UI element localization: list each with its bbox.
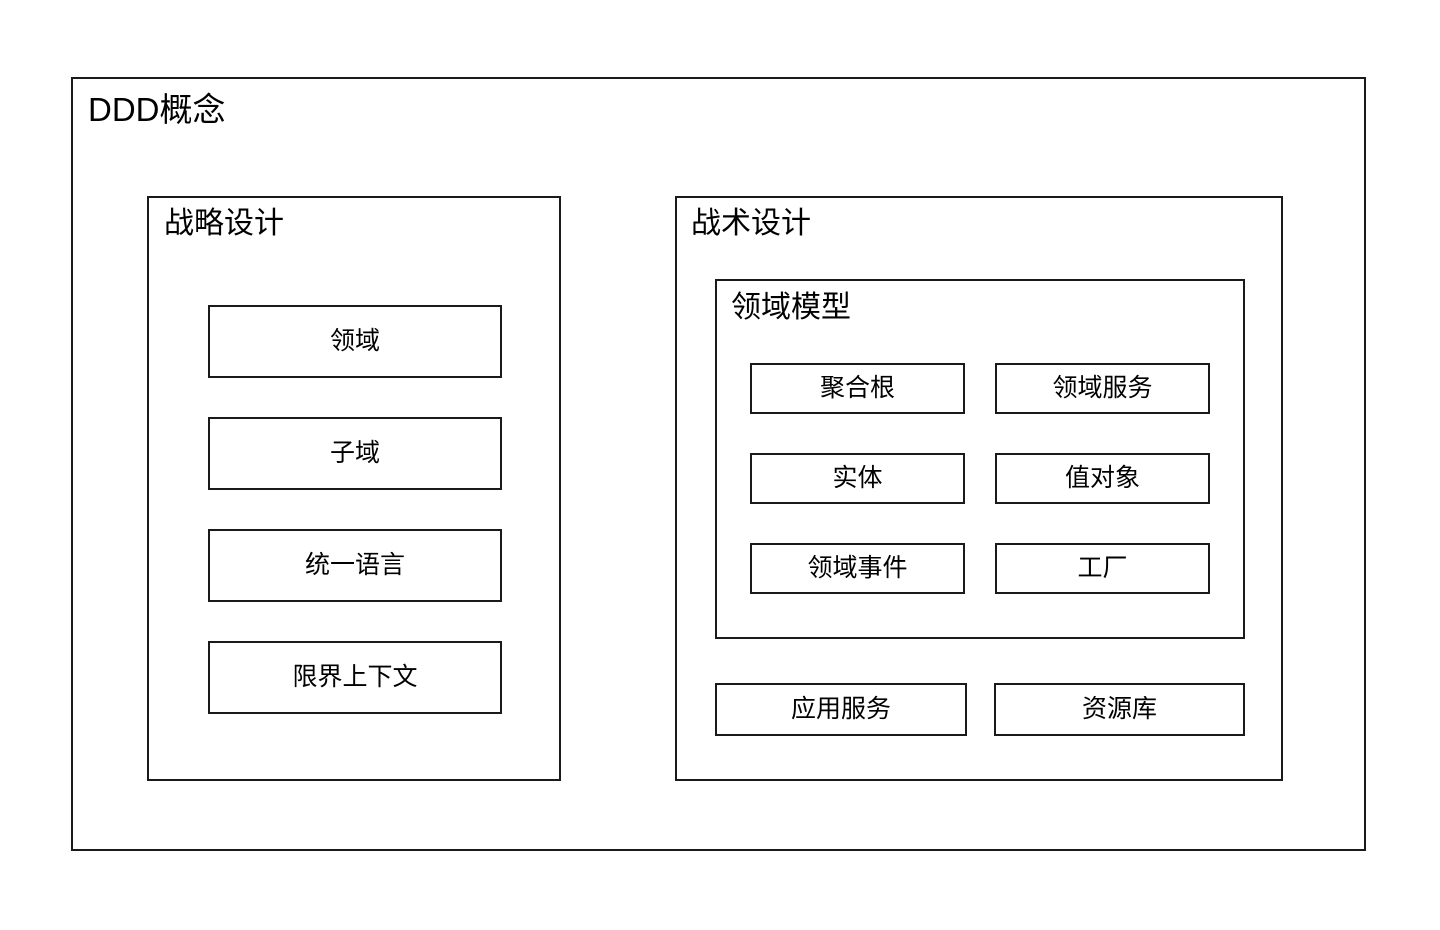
concept-box-ubiquitous-language[interactable]: 统一语言 [208,529,502,602]
concept-box-entity[interactable]: 实体 [750,453,965,504]
concept-box-repository[interactable]: 资源库 [994,683,1245,736]
concept-box-bounded-context[interactable]: 限界上下文 [208,641,502,714]
concept-box-subdomain[interactable]: 子域 [208,417,502,490]
concept-box-value-object[interactable]: 值对象 [995,453,1210,504]
concept-box-aggregate-root[interactable]: 聚合根 [750,363,965,414]
concept-box-domain[interactable]: 领域 [208,305,502,378]
concept-box-domain-service[interactable]: 领域服务 [995,363,1210,414]
panel-title-tactical-design: 战术设计 [691,207,811,240]
panel-title-strategic-design: 战略设计 [164,207,284,240]
concept-box-factory[interactable]: 工厂 [995,543,1210,594]
concept-box-application-service[interactable]: 应用服务 [715,683,967,736]
panel-title-domain-model: 领域模型 [731,291,851,324]
concept-box-domain-event[interactable]: 领域事件 [750,543,965,594]
page-title: DDD概念 [88,91,226,128]
